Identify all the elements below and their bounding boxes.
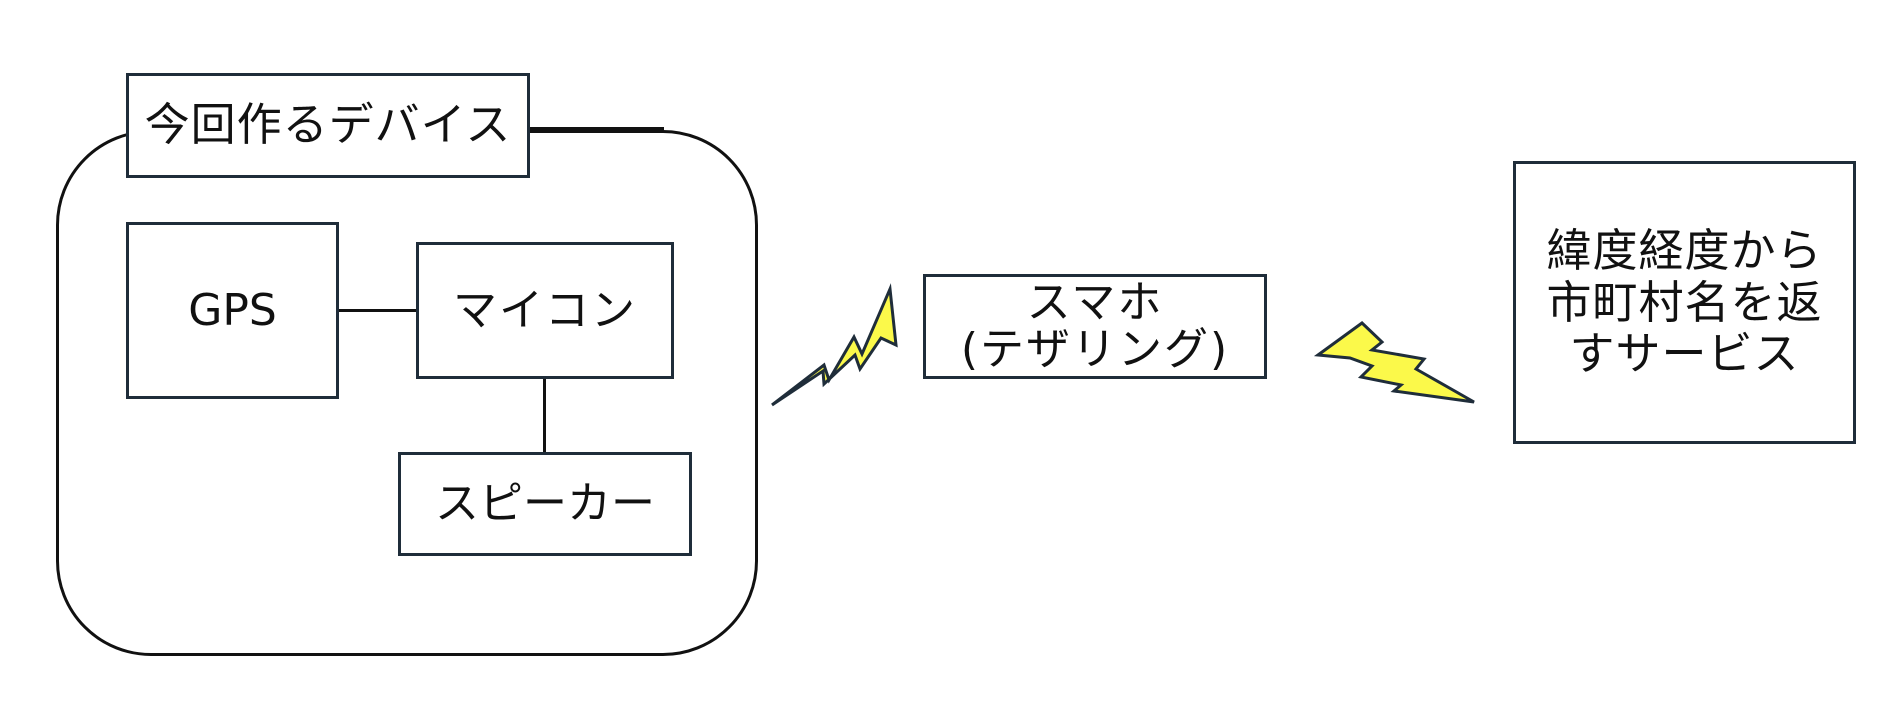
device-title: 今回作るデバイス <box>144 98 512 152</box>
microcontroller-box: マイコン <box>416 242 674 379</box>
service-box: 緯度経度から 市町村名を返 すサービス <box>1513 161 1856 444</box>
service-label: 緯度経度から 市町村名を返 すサービス <box>1546 223 1823 381</box>
gps-label: GPS <box>188 284 277 336</box>
wireless-link-left-icon <box>771 283 898 407</box>
device-title-box: 今回作るデバイス <box>126 73 530 178</box>
gps-mcu-connector <box>339 309 416 312</box>
title-connector-line <box>530 127 664 130</box>
smartphone-box: スマホ (テザリング) <box>923 274 1267 379</box>
speaker-box: スピーカー <box>398 452 692 556</box>
speaker-label: スピーカー <box>435 478 655 530</box>
wireless-link-right-icon <box>1313 321 1475 404</box>
smartphone-label: スマホ (テザリング) <box>960 277 1230 375</box>
gps-box: GPS <box>126 222 339 399</box>
mcu-speaker-connector <box>543 379 546 452</box>
microcontroller-label: マイコン <box>453 284 637 336</box>
